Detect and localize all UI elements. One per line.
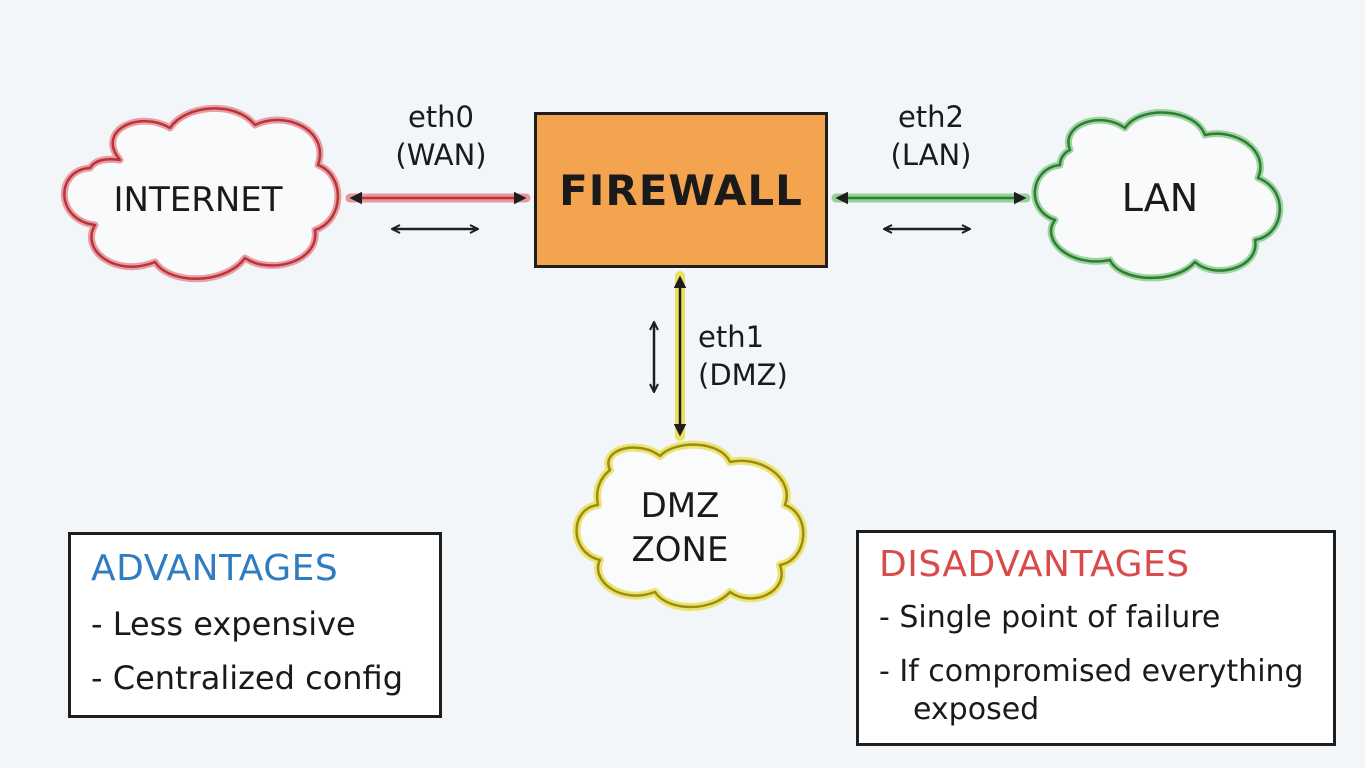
advantages-title: ADVANTAGES bbox=[91, 548, 339, 589]
dmz-interface-name: eth1 bbox=[698, 320, 765, 354]
dmz-cloud bbox=[572, 440, 808, 611]
wan-interface-name: eth0 bbox=[407, 100, 475, 134]
lan-cloud bbox=[1031, 109, 1284, 282]
dmz-interface-label: eth1 (DMZ) bbox=[698, 318, 810, 394]
disadvantages-item-continuation: exposed bbox=[913, 692, 1040, 727]
firewall-label: FIREWALL bbox=[559, 165, 803, 215]
internet-label: INTERNET bbox=[113, 180, 283, 220]
dmz-interface-role: (DMZ) bbox=[698, 358, 788, 392]
disadvantages-item: - Single point of failure bbox=[879, 600, 1221, 635]
wan-interface-role: (WAN) bbox=[395, 138, 487, 172]
disadvantages-title: DISADVANTAGES bbox=[879, 544, 1190, 585]
internet-cloud bbox=[60, 104, 342, 283]
lan-interface-name: eth2 bbox=[897, 100, 965, 134]
dmz-label-line1: DMZ bbox=[640, 486, 720, 526]
lan-interface-role: (LAN) bbox=[890, 138, 972, 172]
dmz-label-line2: ZONE bbox=[631, 530, 729, 570]
disadvantages-item: - If compromised everything bbox=[879, 654, 1304, 689]
lan-label: LAN bbox=[1121, 176, 1199, 220]
advantages-panel: ADVANTAGES - Less expensive - Centralize… bbox=[68, 532, 442, 718]
disadvantages-panel: DISADVANTAGES - Single point of failure … bbox=[856, 530, 1336, 746]
advantages-item: - Centralized config bbox=[91, 659, 404, 697]
lan-interface-label: eth2 (LAN) bbox=[876, 98, 986, 174]
advantages-item: - Less expensive bbox=[91, 605, 356, 643]
wan-interface-label: eth0 (WAN) bbox=[386, 98, 496, 174]
firewall-node: FIREWALL bbox=[534, 112, 828, 268]
